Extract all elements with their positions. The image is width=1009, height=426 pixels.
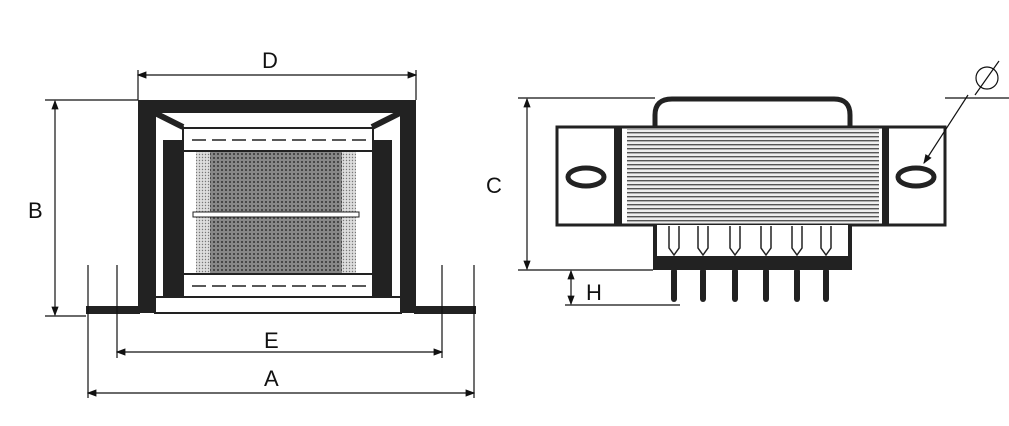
front-dimensions: [45, 70, 476, 398]
dimension-a-label: A: [264, 366, 279, 391]
laminations: [627, 129, 879, 223]
dimension-e-label: E: [264, 328, 279, 353]
front-view: [86, 100, 476, 314]
dimension-h-label: H: [586, 280, 602, 305]
side-view: [555, 96, 947, 302]
dimension-c-label: C: [486, 173, 502, 198]
right-mount-hole: [895, 165, 937, 189]
right-mount-tab: [414, 306, 476, 314]
pin-base: [653, 257, 852, 270]
dimension-b-label: B: [28, 198, 43, 223]
pins: [671, 268, 829, 302]
pin-sleeves: [668, 226, 832, 257]
base-plate: [154, 296, 402, 314]
coil-dome: [652, 96, 853, 127]
right-inner-leg: [372, 140, 392, 300]
dimension-d-label: D: [262, 48, 278, 73]
left-inner-leg: [163, 140, 183, 300]
left-mount-tab: [86, 306, 140, 314]
side-dimensions: [518, 60, 1009, 306]
left-mount-hole: [565, 165, 607, 189]
